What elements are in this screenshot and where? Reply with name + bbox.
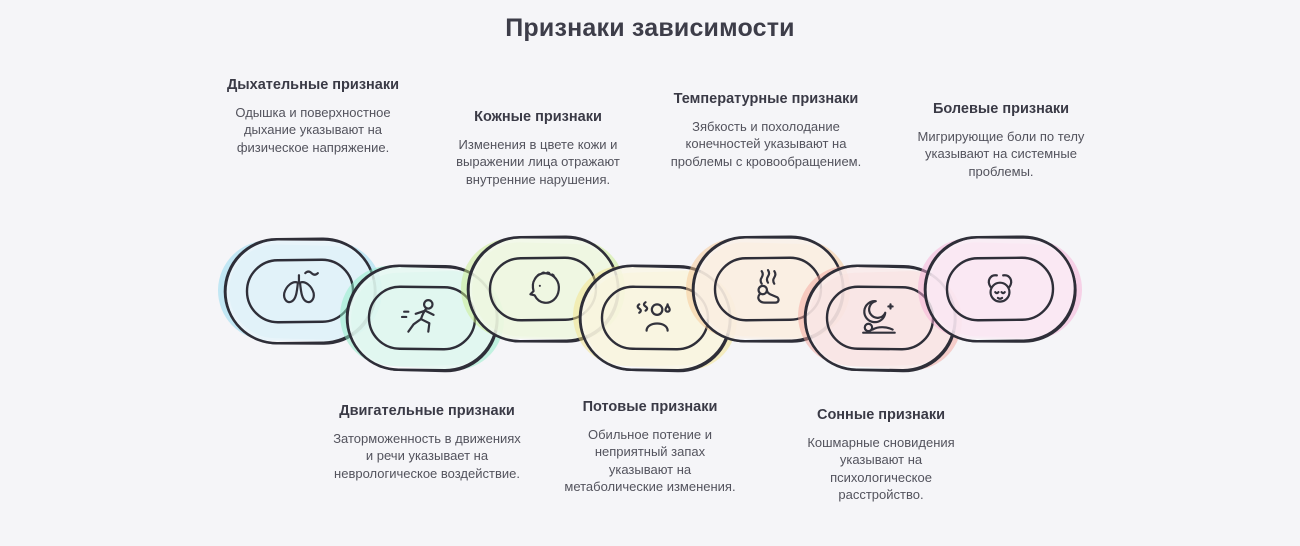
item-label-pain: Болевые признаки Мигрирующие боли по тел… [908,100,1094,180]
chain-link-pain [918,235,1082,343]
item-description: Заторможенность в движениях и речи указы… [333,430,521,481]
chills-person-icon [757,268,780,304]
item-heading: Потовые признаки [582,399,718,415]
item-label-sleep: Сонные признаки Кошмарные сновидения ука… [788,406,974,503]
headache-person-icon [987,274,1013,303]
item-heading: Сонные признаки [816,407,946,423]
item-label-sweat: Потовые признаки Обильное потение и непр… [562,398,738,495]
item-heading: Дыхательные признаки [226,77,400,93]
running-person-icon [400,299,435,333]
item-description: Обильное потение и неприятный запах указ… [564,426,736,495]
item-label-respiratory: Дыхательные признаки Одышка и поверхност… [218,76,408,156]
sweating-person-icon [636,301,671,332]
item-description: Мигрирующие боли по телу указывают на си… [917,128,1085,179]
item-label-temperature: Температурные признаки Зябкость и похоло… [668,90,864,170]
item-description: Кошмарные сновидения указывают на психол… [807,434,955,503]
item-description: Изменения в цвете кожи и выражении лица … [456,136,620,187]
nightmare-moon-icon [862,300,896,334]
item-description: Зябкость и похолодание конечностей указы… [670,118,862,169]
item-heading: Двигательные признаки [339,403,515,419]
lungs-breath-icon [282,270,319,304]
item-label-skin: Кожные признаки Изменения в цвете кожи и… [448,108,628,188]
item-label-motor: Двигательные признаки Заторможенность в … [332,402,522,482]
item-heading: Болевые признаки [932,101,1070,117]
item-heading: Температурные признаки [673,91,859,107]
face-profile-icon [529,271,560,304]
item-description: Одышка и поверхностное дыхание указывают… [235,104,391,155]
page-title: Признаки зависимости [505,14,795,42]
item-heading: Кожные признаки [474,109,602,125]
